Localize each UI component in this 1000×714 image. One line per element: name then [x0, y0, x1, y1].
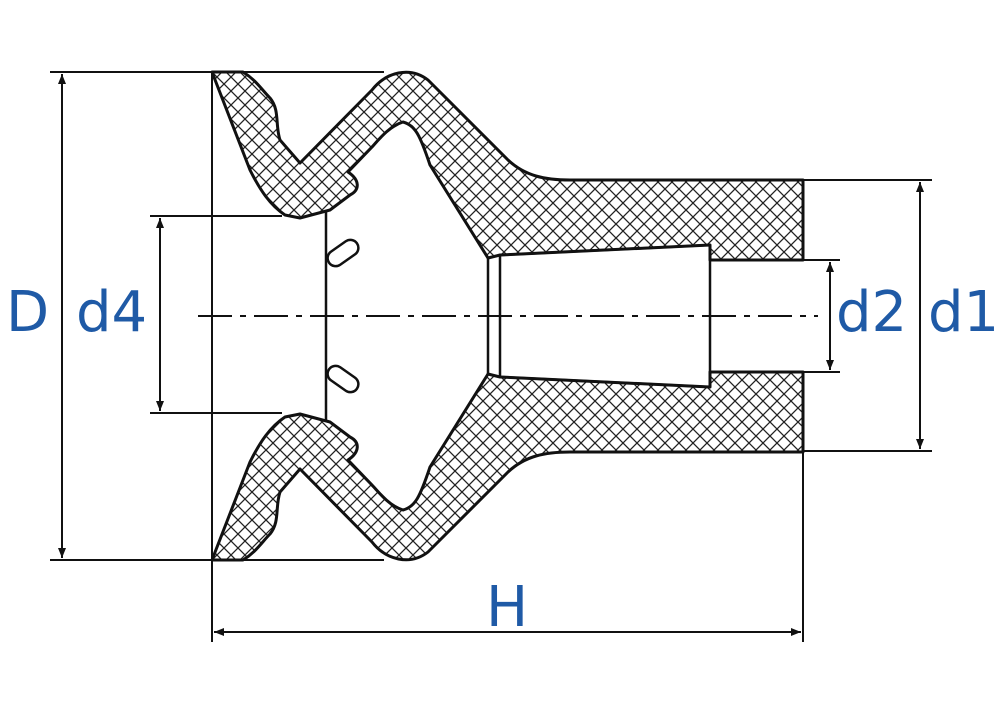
- dimension-d4: [150, 215, 282, 414]
- cup-ribs: [326, 238, 360, 394]
- rubber-section-upper: [210, 70, 805, 262]
- label-H: H: [486, 575, 529, 640]
- dimension-H: [211, 451, 804, 642]
- label-d4: d4: [76, 280, 148, 345]
- label-D: D: [6, 280, 50, 345]
- dimension-D: [50, 71, 384, 561]
- dimension-d2: [803, 259, 840, 373]
- label-d2: d2: [836, 280, 908, 345]
- label-d1: d1: [928, 280, 1000, 345]
- dimension-d1: [803, 179, 932, 452]
- rubber-section-lower: [210, 370, 805, 562]
